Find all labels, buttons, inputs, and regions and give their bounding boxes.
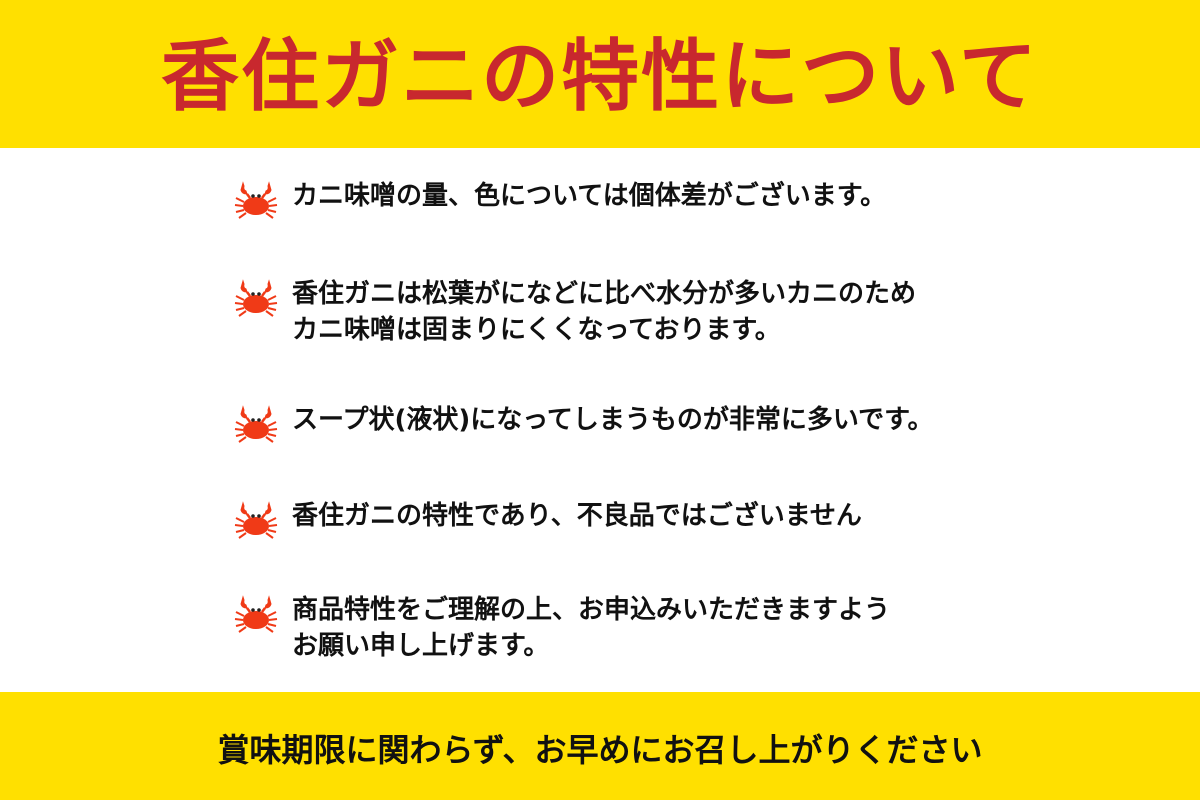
list-item: 香住ガニの特性であり、不良品ではございません xyxy=(234,498,862,540)
footer-message: 賞味期限に関わらず、お早めにお召し上がりください xyxy=(217,731,983,769)
footer-banner: 賞味期限に関わらず、お早めにお召し上がりください xyxy=(0,692,1200,800)
crab-icon xyxy=(234,405,278,443)
crab-icon xyxy=(234,181,278,219)
list-item: 商品特性をご理解の上、お申込みいただきますよう お願い申し上げます。 xyxy=(234,592,890,664)
list-item: スープ状(液状)になってしまうものが非常に多いです。 xyxy=(234,402,934,444)
list-item: カニ味噌の量、色については個体差がございます。 xyxy=(234,178,886,220)
note-line: カニ味噌の量、色については個体差がございます。 xyxy=(292,181,887,211)
crab-icon xyxy=(234,501,278,539)
note-line: お願い申し上げます。 xyxy=(292,631,550,661)
note-line: カニ味噌は固まりにくくなっております。 xyxy=(292,315,781,345)
page-title: 香住ガニの特性について xyxy=(161,32,1039,122)
notes-list: カニ味噌の量、色については個体差がございます。 xyxy=(0,148,1200,692)
note-line: 香住ガニの特性であり、不良品ではございません xyxy=(292,501,862,531)
crab-icon xyxy=(234,279,278,317)
note-line: スープ状(液状)になってしまうものが非常に多いです。 xyxy=(292,405,934,435)
note-line: 香住ガニは松葉がになどに比べ水分が多いカニのため xyxy=(292,279,917,309)
list-item: 香住ガニは松葉がになどに比べ水分が多いカニのため カニ味噌は固まりにくくなってお… xyxy=(234,276,916,348)
header-banner: 香住ガニの特性について xyxy=(0,0,1200,148)
crab-icon xyxy=(234,595,278,633)
note-line: 商品特性をご理解の上、お申込みいただきますよう xyxy=(292,595,891,625)
